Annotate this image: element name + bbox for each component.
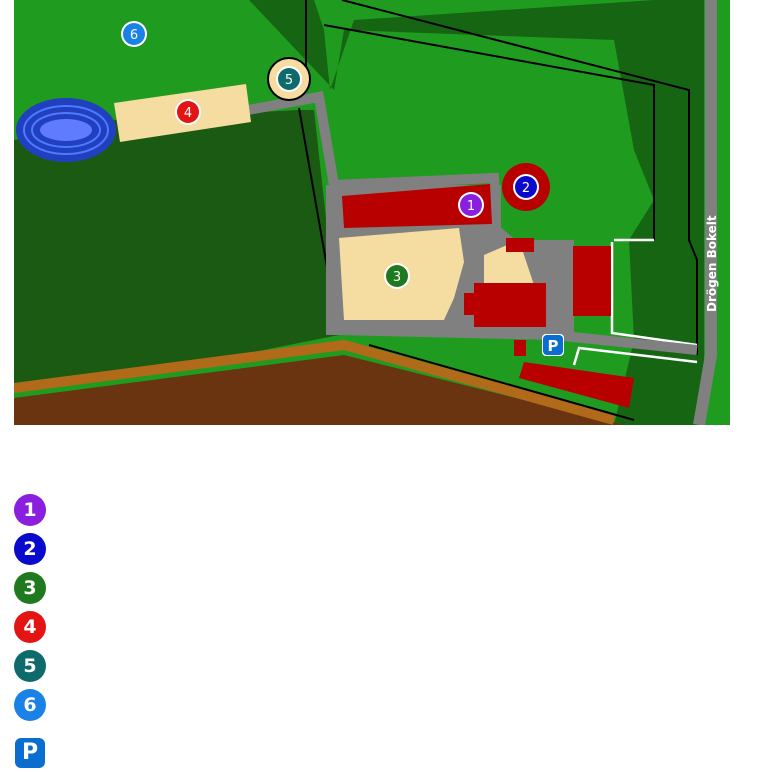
legend-item-6: 6 bbox=[14, 689, 48, 723]
main-road bbox=[693, 0, 717, 425]
map-marker[interactable]: 3 bbox=[384, 263, 410, 289]
building-annex bbox=[464, 293, 476, 315]
map-marker-label: 2 bbox=[522, 181, 530, 196]
building-small bbox=[514, 340, 526, 356]
map-marker[interactable]: 6 bbox=[121, 21, 147, 47]
legend-badge: 5 bbox=[14, 650, 46, 682]
field-edge bbox=[14, 339, 616, 425]
map-marker-label: 3 bbox=[393, 270, 401, 285]
building-main bbox=[342, 184, 492, 228]
boundary-line-2 bbox=[323, 24, 655, 240]
legend-item-4: 4 bbox=[14, 611, 48, 645]
map-marker[interactable]: 1 bbox=[458, 192, 484, 218]
map-marker[interactable]: 2 bbox=[513, 174, 539, 200]
legend-badge: 4 bbox=[14, 611, 46, 643]
legend-item-3: 3 bbox=[14, 572, 48, 606]
legend-badge: 2 bbox=[14, 533, 46, 565]
site-map: 1 2 3 4 5 6 P Drögen Bokelt bbox=[14, 0, 730, 425]
legend-item-5: 5 bbox=[14, 650, 48, 684]
dark-field bbox=[14, 110, 339, 385]
boundary-line-3 bbox=[368, 344, 635, 421]
road-label: Drögen Bokelt bbox=[705, 215, 719, 312]
legend-parking-badge: P bbox=[15, 738, 45, 768]
tree-belt bbox=[249, 0, 704, 425]
building-shed bbox=[506, 238, 534, 252]
building-stable bbox=[519, 362, 634, 408]
legend-item-1: 1 bbox=[14, 494, 48, 528]
legend-item-parking: P bbox=[14, 738, 48, 772]
legend-item-2: 2 bbox=[14, 533, 48, 567]
map-marker-label: 1 bbox=[467, 199, 475, 214]
map-marker[interactable]: 5 bbox=[276, 66, 302, 92]
parking-marker[interactable]: P bbox=[542, 334, 564, 356]
parking-label: P bbox=[548, 337, 559, 355]
map-marker[interactable]: 4 bbox=[175, 99, 201, 125]
building-barn bbox=[573, 246, 611, 316]
map-marker-label: 4 bbox=[184, 106, 192, 121]
legend-badge: 1 bbox=[14, 494, 46, 526]
map-marker-label: 6 bbox=[130, 28, 138, 43]
fence bbox=[572, 238, 698, 366]
legend-badge: 6 bbox=[14, 689, 46, 721]
soil-area bbox=[14, 355, 624, 425]
building-hall bbox=[474, 283, 546, 327]
map-marker-label: 5 bbox=[285, 73, 293, 88]
legend-badge: 3 bbox=[14, 572, 46, 604]
map-marker-dot-1 bbox=[460, 194, 482, 216]
